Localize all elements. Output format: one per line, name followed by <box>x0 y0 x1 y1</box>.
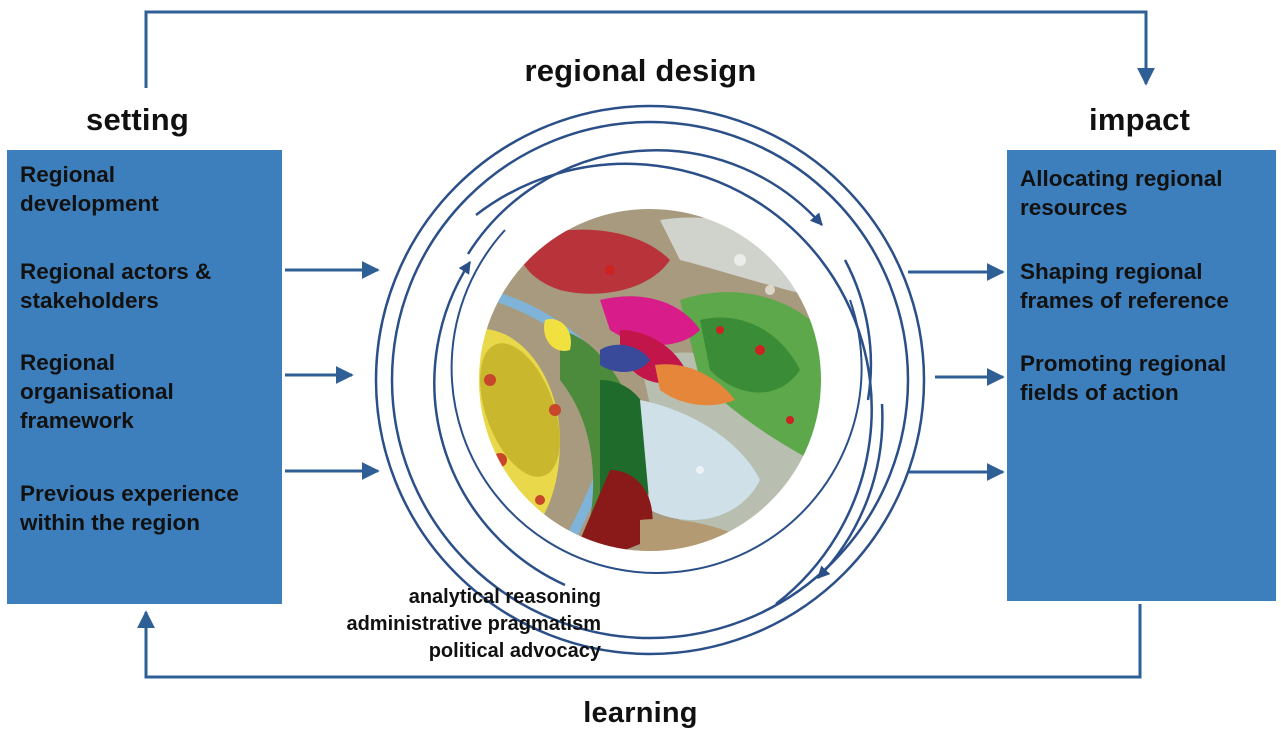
mode-analytical: analytical reasoning <box>408 586 601 608</box>
design-modes: analytical reasoning administrative prag… <box>346 584 601 665</box>
setting-item-3: Regional organisational framework <box>20 350 174 433</box>
innermost-ring <box>450 229 863 574</box>
impact-item-3: Promoting regional fields of action <box>1020 351 1227 405</box>
impact-item-1: Allocating regional resources <box>1020 166 1223 220</box>
learning-loop-arrow <box>137 604 1142 679</box>
inner-ring-right <box>843 259 873 401</box>
inner-ring-left-arrow <box>433 260 566 587</box>
setting-heading: setting <box>86 102 190 137</box>
mode-administrative: administrative pragmatism <box>346 613 601 635</box>
middle-ring-bottom-arrow <box>817 403 884 579</box>
setting-item-4: Previous experience within the region <box>20 481 239 535</box>
impact-item-2: Shaping regional frames of reference <box>1020 259 1229 313</box>
middle-ring-arrow <box>475 162 873 605</box>
mode-political: political advocacy <box>428 640 601 662</box>
inner-ring-arrow <box>466 149 823 255</box>
top-loop-arrow <box>144 10 1155 88</box>
impact-box: Allocating regional resources Shaping re… <box>1007 150 1276 601</box>
regional-map-image <box>478 208 822 552</box>
setting-item-1: Regional development <box>20 162 159 216</box>
setting-item-2: Regional actors & stakeholders <box>20 259 212 313</box>
learning-label: learning <box>583 697 698 729</box>
outer-ring <box>374 104 926 656</box>
impact-heading: impact <box>1089 102 1191 137</box>
setting-box: Regional development Regional actors & s… <box>7 150 282 604</box>
diagram-title: regional design <box>524 53 757 88</box>
second-ring <box>390 120 910 640</box>
